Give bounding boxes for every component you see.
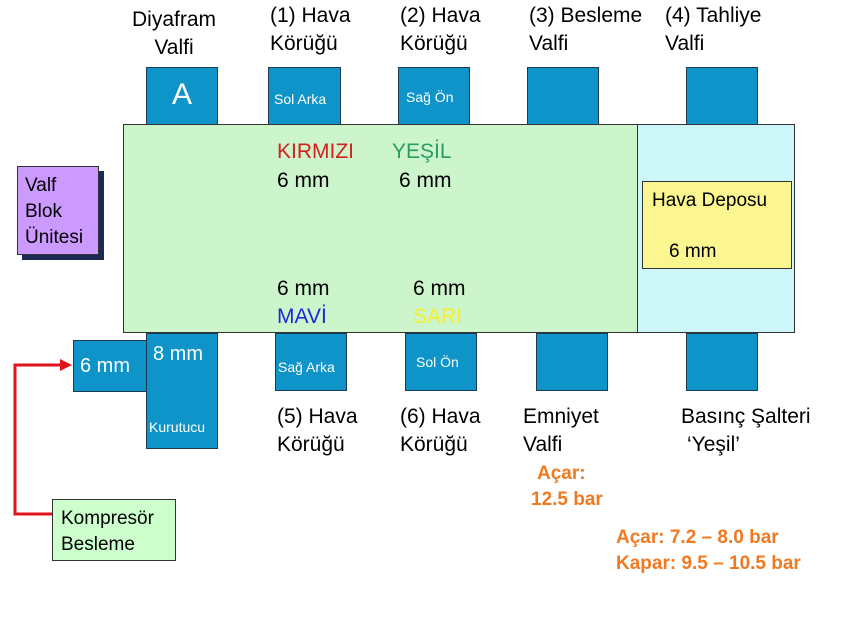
green-port-name: YEŞİL — [392, 140, 452, 163]
drain-valve-port — [686, 67, 758, 125]
switch-close-spec: Kapar: 9.5 – 10.5 bar — [616, 553, 801, 574]
spec-line: Açar: — [537, 463, 586, 484]
valve-unit-label: Valf Blok Ünitesi — [17, 166, 99, 255]
label-line: Valfi — [529, 32, 569, 55]
yellow-port-size: 6 mm — [413, 277, 466, 300]
diaphragm-valve-port: A — [146, 67, 218, 125]
pressure-switch-label: Basınç Şalteri ‘Yeşil’ — [681, 403, 811, 459]
port-rear-right-label: Sağ Arka — [278, 359, 335, 375]
bellows-5-port: Sağ Arka — [275, 333, 347, 391]
safety-valve-port — [536, 333, 608, 391]
air-tank-size: 6 mm — [669, 241, 717, 262]
arrow-line — [13, 363, 62, 516]
label-line: Blok — [25, 201, 62, 222]
label-line: (2) Hava — [400, 4, 481, 27]
compressor-supply-box: Kompresör Besleme — [52, 499, 176, 561]
red-port-name: KIRMIZI — [277, 140, 354, 163]
supply-valve-port — [527, 67, 599, 125]
label-line: (4) Tahliye — [665, 4, 762, 27]
port-rear-left-label: Sol Arka — [274, 91, 327, 107]
bellows-2-port: Sağ Ön — [398, 67, 470, 125]
label-line: Körüğü — [277, 433, 345, 456]
blue-port-size: 6 mm — [277, 277, 330, 300]
label-line: Körüğü — [400, 32, 468, 55]
label-line: (3) Besleme — [529, 4, 643, 27]
label-line: Besleme — [61, 534, 135, 555]
label-line: Basınç Şalteri — [681, 405, 811, 428]
dryer-label: Kurutucu — [149, 419, 206, 435]
label-line: Kompresör — [61, 508, 154, 529]
label-line: Körüğü — [270, 32, 338, 55]
safety-valve-label: Emniyet Valfi — [523, 403, 599, 459]
supply-valve-label: (3) Besleme Valfi — [529, 2, 642, 58]
port-front-left-label: Sol Ön — [416, 354, 459, 370]
bellows-6-label: (6) Hava Körüğü — [400, 403, 481, 459]
spec-line: 12.5 bar — [531, 489, 603, 510]
label-line: Emniyet — [523, 405, 599, 428]
label-line: (6) Hava — [400, 405, 481, 428]
bellows-1-label: (1) Hava Körüğü — [270, 2, 351, 58]
label-line: Valfi — [665, 32, 705, 55]
label-line: ‘Yeşil’ — [687, 433, 740, 456]
air-tank-title: Hava Deposu — [652, 190, 768, 211]
safety-valve-spec: Açar: 12.5 bar — [531, 461, 603, 513]
pressure-switch-port — [686, 333, 758, 391]
arrow-head-icon — [60, 359, 72, 371]
bellows-2-label: (2) Hava Körüğü — [400, 2, 481, 58]
green-port-size: 6 mm — [399, 169, 452, 192]
label-line: Körüğü — [400, 433, 468, 456]
red-port-size: 6 mm — [277, 169, 330, 192]
pressure-switch-spec: Açar: 7.2 – 8.0 bar Kapar: 9.5 – 10.5 ba… — [616, 525, 801, 577]
label-line: Ünitesi — [25, 227, 84, 248]
label-line: Valfi — [523, 433, 563, 456]
blue-port-name: MAVİ — [277, 305, 327, 328]
label-line: (1) Hava — [270, 4, 351, 27]
diaphragm-valve-label: Diyafram Valfi — [124, 6, 224, 62]
inlet-size-label: 6 mm — [80, 355, 130, 377]
dryer-port: 8 mm Kurutucu — [146, 333, 218, 449]
label-line: Valfi — [154, 36, 194, 59]
port-front-right-label: Sağ Ön — [406, 89, 454, 105]
label-line: Diyafram — [131, 8, 216, 31]
switch-open-spec: Açar: 7.2 – 8.0 bar — [616, 527, 779, 548]
dryer-size-label: 8 mm — [153, 343, 203, 365]
air-tank: Hava Deposu 6 mm — [642, 181, 792, 269]
compressor-inlet-port: 6 mm — [73, 340, 149, 392]
bellows-5-label: (5) Hava Körüğü — [277, 403, 358, 459]
yellow-port-name: SARI — [413, 305, 463, 328]
port-a-label: A — [171, 78, 192, 111]
label-line: Valf — [25, 175, 57, 196]
drain-valve-label: (4) Tahliye Valfi — [665, 2, 762, 58]
bellows-6-port: Sol Ön — [405, 333, 477, 391]
bellows-1-port: Sol Arka — [268, 67, 341, 125]
label-line: (5) Hava — [277, 405, 358, 428]
